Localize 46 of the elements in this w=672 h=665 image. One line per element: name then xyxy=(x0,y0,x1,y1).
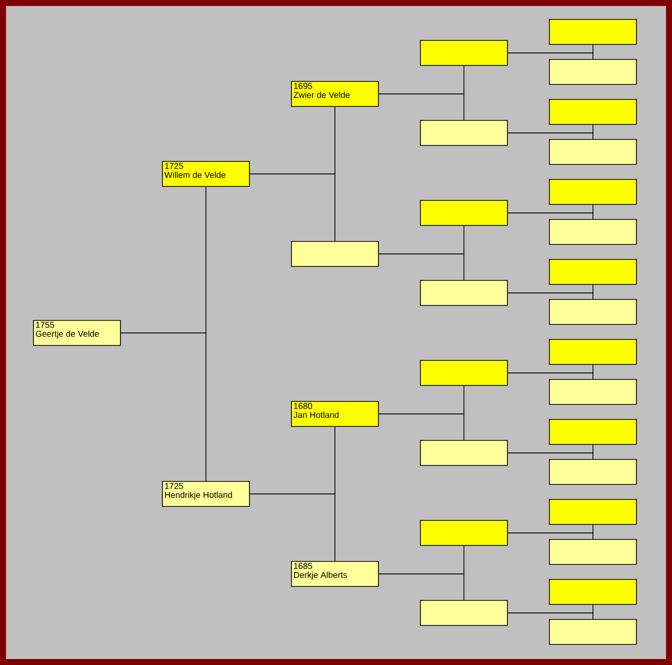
empty-person-box xyxy=(420,600,508,626)
connector-line xyxy=(249,494,336,562)
empty-person-box xyxy=(291,241,379,267)
empty-person-box xyxy=(420,360,508,386)
person-box: 1680 Jan Hotland xyxy=(291,401,379,427)
empty-person-box xyxy=(549,459,637,485)
empty-person-box xyxy=(549,219,637,245)
connector-line xyxy=(378,254,464,280)
connector-line xyxy=(507,452,594,460)
empty-person-box xyxy=(420,200,508,226)
connector-line xyxy=(507,612,594,620)
person-box: 1725 Willem de Velde xyxy=(162,161,250,187)
connector-line xyxy=(378,414,464,440)
empty-person-box xyxy=(420,280,508,306)
empty-person-box xyxy=(549,139,637,165)
person-box: 1755 Geertje de Velde xyxy=(33,320,121,346)
connector-line xyxy=(120,332,206,482)
connector-line xyxy=(507,132,594,140)
empty-person-box xyxy=(420,440,508,466)
connector-line xyxy=(378,574,464,600)
empty-person-box xyxy=(549,59,637,85)
empty-person-box xyxy=(420,120,508,146)
empty-person-box xyxy=(549,299,637,325)
empty-person-box xyxy=(549,339,637,365)
connector-line xyxy=(378,94,464,120)
connector-line xyxy=(507,292,594,300)
person-box: 1695 Zwier de Velde xyxy=(291,81,379,107)
empty-person-box xyxy=(549,99,637,125)
empty-person-box xyxy=(549,619,637,645)
empty-person-box xyxy=(549,19,637,45)
empty-person-box xyxy=(420,40,508,66)
connector-line xyxy=(249,174,336,242)
connector-line xyxy=(507,212,594,220)
connector-line xyxy=(507,52,594,60)
empty-person-box xyxy=(549,179,637,205)
connector-line xyxy=(507,532,594,540)
empty-person-box xyxy=(549,379,637,405)
empty-person-box xyxy=(549,419,637,445)
empty-person-box xyxy=(549,259,637,285)
connector-line xyxy=(507,372,594,380)
empty-person-box xyxy=(549,539,637,565)
empty-person-box xyxy=(549,579,637,605)
empty-person-box xyxy=(549,499,637,525)
person-box: 1725 Hendrikje Hotland xyxy=(162,481,250,507)
person-box: 1685 Derkje Alberts xyxy=(291,561,379,587)
empty-person-box xyxy=(420,520,508,546)
